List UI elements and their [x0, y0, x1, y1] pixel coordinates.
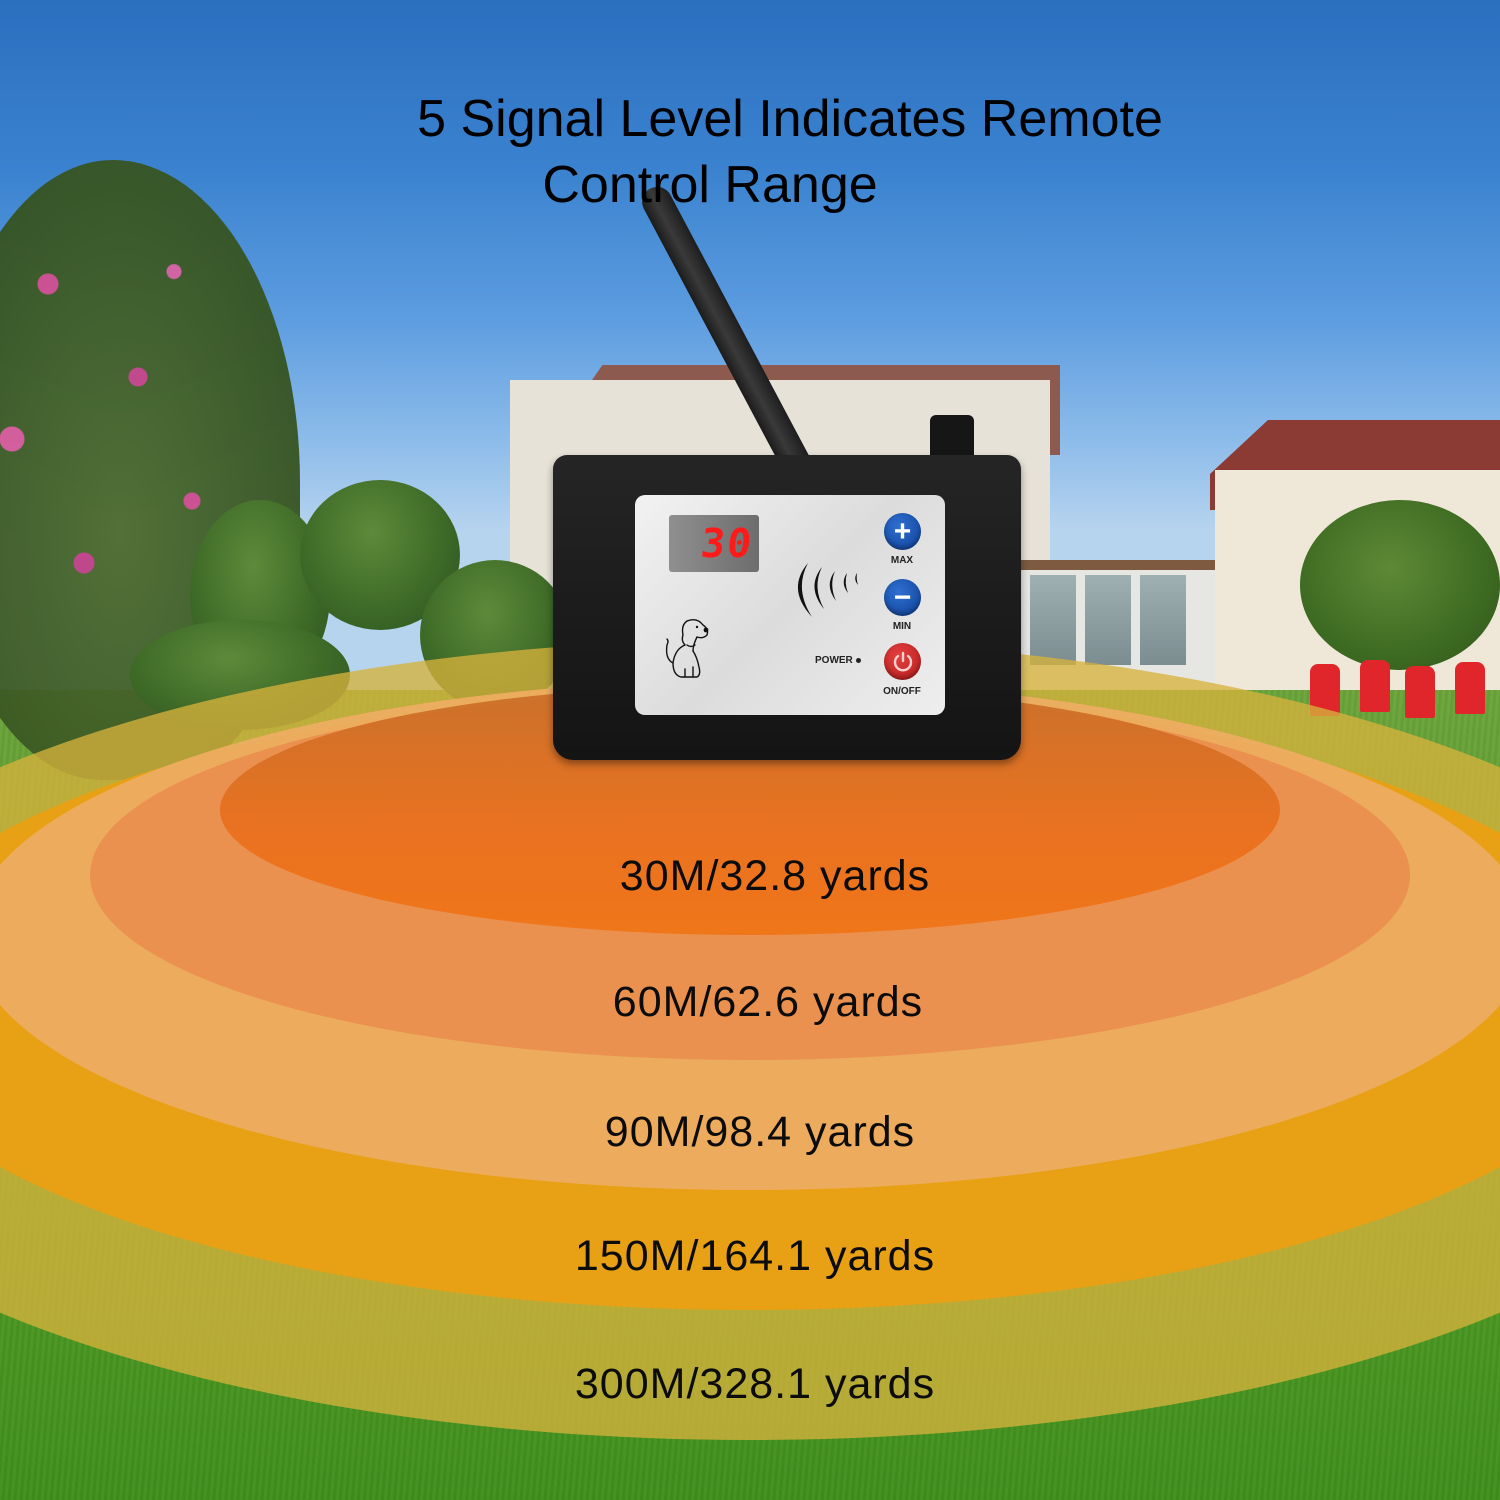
antenna-base	[930, 415, 974, 460]
min-button[interactable]: −	[884, 579, 921, 616]
window	[1085, 575, 1131, 665]
power-indicator: POWER	[815, 655, 861, 666]
min-label: MIN	[892, 621, 912, 632]
lcd-value: 30	[698, 520, 756, 567]
window	[1030, 575, 1076, 665]
range-label-30m: 30M/32.8 yards	[619, 852, 931, 900]
plus-icon: +	[893, 514, 912, 548]
headline-line-2: Control Range	[542, 156, 878, 214]
onoff-label: ON/OFF	[883, 686, 921, 697]
lcd-display: 30	[669, 515, 759, 572]
dog-icon	[665, 618, 709, 678]
power-button[interactable]	[884, 643, 921, 680]
power-icon	[893, 651, 912, 671]
tree	[1300, 500, 1500, 670]
control-panel: 30 + MAX − MIN POWER	[635, 495, 945, 715]
range-label-150m: 150M/164.1 yards	[574, 1232, 936, 1280]
range-label-90m: 90M/98.4 yards	[604, 1108, 916, 1156]
range-label-300m: 300M/328.1 yards	[574, 1360, 936, 1408]
power-label: POWER	[815, 655, 853, 666]
headline-line-1: 5 Signal Level Indicates Remote	[417, 90, 1163, 148]
transmitter-device: 30 + MAX − MIN POWER	[553, 455, 1021, 760]
power-led-icon	[855, 657, 861, 663]
range-label-60m: 60M/62.6 yards	[612, 978, 924, 1026]
max-button[interactable]: +	[884, 513, 921, 550]
red-patio-chairs	[1305, 660, 1500, 720]
max-label: MAX	[890, 555, 914, 566]
window	[1140, 575, 1186, 665]
headline: 5 Signal Level Indicates Remote Control …	[0, 86, 1500, 218]
minus-icon: −	[893, 580, 912, 614]
signal-waves-icon	[797, 563, 858, 617]
